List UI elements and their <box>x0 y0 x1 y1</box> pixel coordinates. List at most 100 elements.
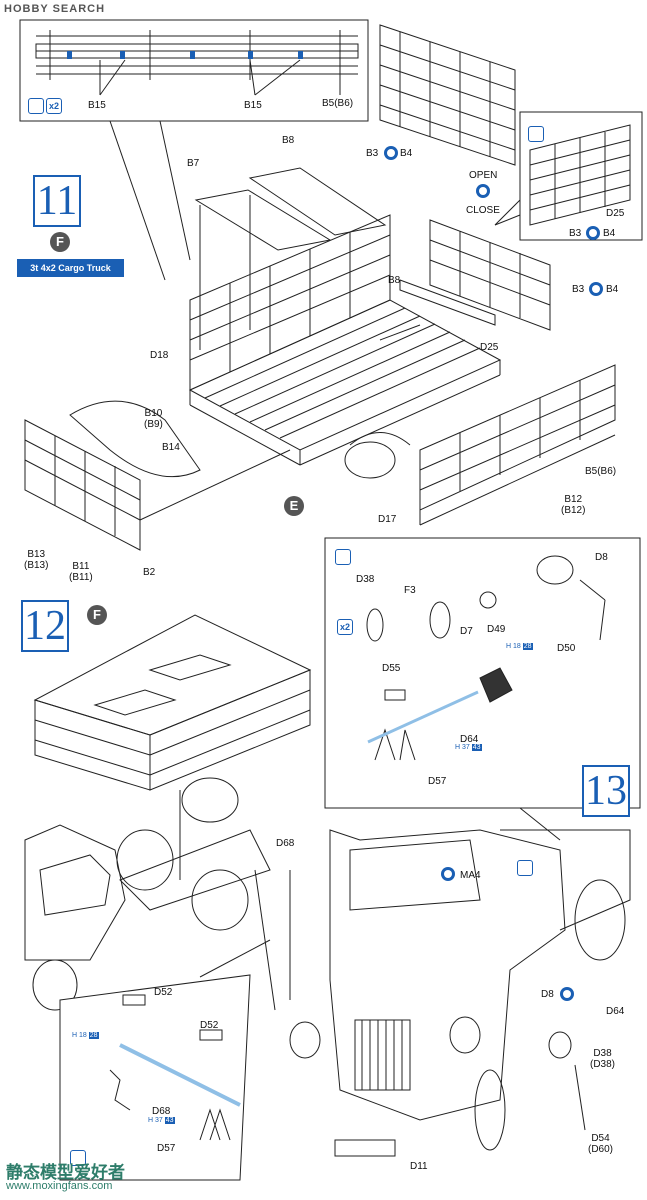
label-b11-sub: (B11) <box>69 572 93 583</box>
glue-icon-inset <box>528 126 544 142</box>
label-close: CLOSE <box>466 205 500 216</box>
glue-icon-step13 <box>335 549 351 565</box>
label-d25-inset: D25 <box>606 208 625 219</box>
floor-board-b7 <box>194 189 332 251</box>
label-b2: B2 <box>143 567 156 578</box>
label-d64: D64 <box>460 734 479 745</box>
label-d38-cab-sub: (D38) <box>590 1059 616 1070</box>
hoop-b14 <box>69 400 201 478</box>
label-b8-mid: B8 <box>388 275 401 286</box>
light-d64 <box>479 667 513 703</box>
bracket-detail-box <box>59 974 251 1181</box>
label-d49: D49 <box>487 624 506 635</box>
label-b13-main: B13 <box>27 549 46 560</box>
label-d7: D7 <box>460 626 473 637</box>
label-b12-main: B12 <box>564 494 583 505</box>
swing-joint-icon <box>384 146 398 160</box>
logo-search: SEARCH <box>52 3 106 15</box>
label-d54-sub: (D60) <box>588 1144 614 1155</box>
label-b4-side: B4 <box>606 284 619 295</box>
label-b13-sub: (B13) <box>24 560 49 571</box>
hull-badge-3-label: H 18 <box>72 1032 87 1039</box>
hull-badge-4-label: H 37 <box>148 1117 163 1124</box>
label-f3: F3 <box>404 585 416 596</box>
label-b8-top: B8 <box>282 135 295 146</box>
side-rail-detail <box>35 30 359 96</box>
hull-badge-3-value: 28 <box>88 1032 99 1039</box>
label-d11: D11 <box>410 1161 428 1172</box>
label-b10: B10(B9) <box>144 408 163 430</box>
label-b3-side: B3 <box>572 284 585 295</box>
label-d8-cab: D8 <box>541 989 554 1000</box>
label-b11: B11(B11) <box>69 561 93 583</box>
label-b11-main: B11 <box>72 561 90 572</box>
label-d18: D18 <box>150 350 169 361</box>
assembly-f-icon: F <box>50 232 70 252</box>
step-number-11: 11 <box>33 175 81 227</box>
side-rack-b5 <box>419 364 616 526</box>
chassis <box>24 824 271 1011</box>
glue-icon <box>28 98 44 114</box>
label-b14: B14 <box>162 442 180 453</box>
label-d38-cab: D38(D38) <box>590 1048 615 1070</box>
step-number-12: 12 <box>21 600 69 652</box>
headlight-d38 <box>548 1031 572 1059</box>
hull-badge-1-value: 28 <box>522 643 533 650</box>
site-logo: HOBBY SEARCH <box>4 3 105 15</box>
watermark-url: www.moxingfans.com <box>6 1180 113 1192</box>
label-d52-left: D52 <box>154 987 173 998</box>
hull-badge-4: H 37 43 <box>148 1117 175 1125</box>
floor-board-b8 <box>248 167 387 236</box>
hull-badge-3: H 18 28 <box>72 1032 99 1040</box>
label-b13: B13(B13) <box>24 549 48 571</box>
label-d55: D55 <box>382 663 401 674</box>
label-b5b6-top: B5(B6) <box>322 98 354 109</box>
label-b10-sub: (B9) <box>144 419 163 430</box>
label-d57-inset: D57 <box>157 1143 176 1154</box>
label-ma4: MA4 <box>460 870 481 881</box>
logo-hobby: HOBBY <box>4 3 49 15</box>
label-d68: D68 <box>276 838 295 849</box>
label-b15-left: B15 <box>88 100 106 111</box>
subassembly-e-icon: E <box>284 496 304 516</box>
label-d50: D50 <box>557 643 576 654</box>
variant-banner: 3t 4x2 Cargo Truck <box>17 259 124 277</box>
label-b4-top: B4 <box>400 148 413 159</box>
hull-badge-2: H 37 43 <box>455 744 482 752</box>
rack-panel-top <box>379 24 516 166</box>
hull-badge-2-value: 43 <box>471 744 482 751</box>
label-d38: D38 <box>356 574 375 585</box>
label-b4-inset: B4 <box>603 228 616 239</box>
swing-joint-icon-ma4 <box>441 867 455 881</box>
label-b15-right: B15 <box>244 100 262 111</box>
label-b10-main: B10 <box>144 408 163 419</box>
label-d54: D54(D60) <box>588 1133 613 1155</box>
label-d68-inset: D68 <box>152 1106 171 1117</box>
label-b3-inset: B3 <box>569 228 582 239</box>
label-d52-right: D52 <box>200 1020 219 1031</box>
swing-joint-icon-b3b4 <box>589 282 603 296</box>
bracket-parts <box>109 994 231 1141</box>
times-two-icon-step13: x2 <box>337 619 353 635</box>
label-d57: D57 <box>428 776 447 787</box>
label-b7: B7 <box>187 158 200 169</box>
cargo-bed-step11 <box>188 214 502 479</box>
label-d64-cab: D64 <box>606 1006 625 1017</box>
label-b12: B12(B12) <box>561 494 585 516</box>
label-d54-main: D54 <box>591 1133 610 1144</box>
watermark-text: 静态模型爱好者 <box>6 1163 125 1182</box>
truck-cab-front <box>289 829 631 1157</box>
swing-joint-icon-d8 <box>560 987 574 1001</box>
rod-d64 <box>367 690 479 744</box>
swing-joint-icon-open <box>476 184 490 198</box>
lamp-detail-box <box>324 537 641 809</box>
tailgate-left <box>24 419 141 551</box>
step-number-13: 13 <box>582 765 630 817</box>
times-two-icon: x2 <box>46 98 62 114</box>
label-open: OPEN <box>469 170 498 181</box>
glue-icon-ma4 <box>517 860 533 876</box>
label-b5b6: B5(B6) <box>585 466 617 477</box>
cargo-bed-step12 <box>33 614 312 823</box>
